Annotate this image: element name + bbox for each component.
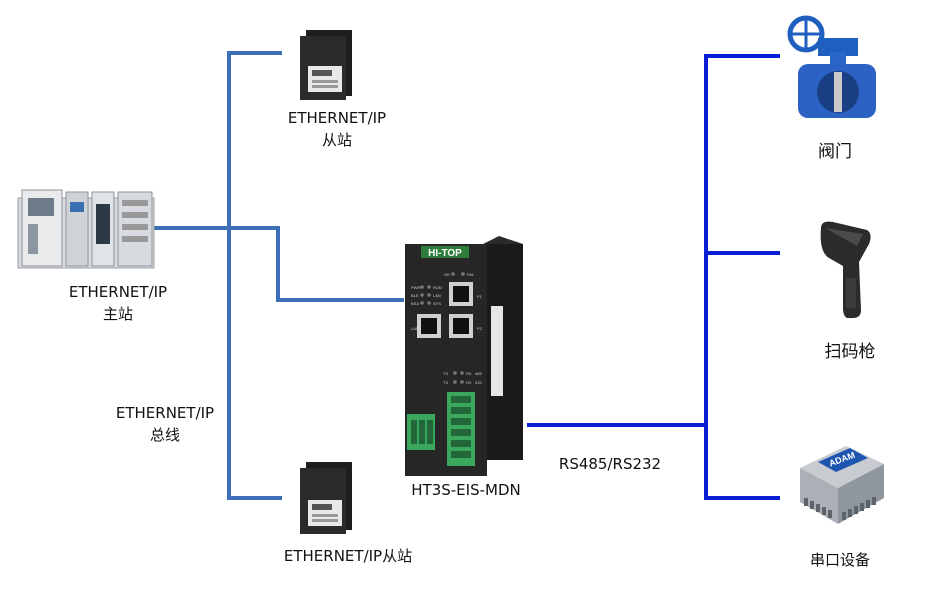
serial-device-label: 串口设备: [790, 549, 890, 571]
serial-bus: [527, 54, 780, 500]
svg-text:TX: TX: [443, 380, 448, 385]
serial-device-label-text: 串口设备: [809, 551, 870, 569]
svg-text:P2: P2: [477, 326, 483, 331]
svg-text:SYS: SYS: [433, 301, 441, 306]
slave-bottom-label: ETHERNET/IP从站: [256, 545, 440, 567]
svg-text:RX: RX: [466, 380, 472, 385]
valve-label-text: 阀门: [818, 142, 852, 162]
drive-slave-bottom-image: [300, 462, 352, 534]
svg-text:485: 485: [475, 371, 482, 376]
serial-bus-text: RS485/RS232: [558, 455, 662, 473]
svg-text:RX: RX: [466, 371, 472, 376]
slave-bottom-label-text: ETHERNET/IP从站: [283, 547, 413, 565]
svg-text:FAL: FAL: [467, 272, 475, 277]
svg-text:P1: P1: [477, 294, 483, 299]
valve-image: [787, 15, 876, 118]
serial-trunk: [704, 54, 780, 500]
master-label-line2: 主站: [102, 305, 133, 323]
scanner-label-text: 扫码枪: [824, 342, 876, 362]
serial-bus-label: RS485/RS232: [545, 453, 675, 475]
scanner-label: 扫码枪: [800, 341, 900, 363]
svg-text:OK: OK: [444, 272, 450, 277]
bus-label-line1: ETHERNET/IP: [115, 404, 215, 422]
svg-text:RUN: RUN: [433, 285, 442, 290]
gateway-image: HI-TOP OK FAL PWR RUN BLE LAN BSA SYS P1…: [405, 236, 523, 476]
ethernet-master-link: [152, 226, 404, 302]
slave-top-label-line1: ETHERNET/IP: [287, 109, 387, 127]
master-label: ETHERNET/IP 主站: [56, 281, 180, 325]
valve-label: 阀门: [800, 141, 870, 163]
gateway-brand: HI-TOP: [428, 248, 462, 259]
svg-text:PWR: PWR: [411, 285, 420, 290]
gateway-model-text: HT3S-EIS-MDN: [411, 481, 521, 499]
gateway-model-label: HT3S-EIS-MDN: [380, 479, 552, 501]
svg-text:LAN: LAN: [411, 326, 419, 331]
bus-label: ETHERNET/IP 总线: [98, 402, 232, 446]
ethernet-trunk: [227, 51, 282, 500]
svg-text:TX: TX: [443, 371, 448, 376]
bus-label-line2: 总线: [149, 426, 180, 444]
plc-master-image: [17, 189, 155, 269]
svg-text:LAN: LAN: [433, 293, 441, 298]
svg-text:232: 232: [475, 380, 482, 385]
slave-top-label-line2: 从站: [321, 131, 352, 149]
ethernet-bus: [152, 51, 404, 500]
serial-device-image: ADAM: [800, 446, 884, 524]
barcode-scanner-image: [820, 221, 871, 318]
svg-text:BSA: BSA: [411, 301, 419, 306]
svg-text:BLE: BLE: [411, 293, 419, 298]
master-label-line1: ETHERNET/IP: [68, 283, 168, 301]
slave-top-label: ETHERNET/IP 从站: [269, 107, 405, 151]
drive-slave-top-image: [300, 30, 352, 100]
